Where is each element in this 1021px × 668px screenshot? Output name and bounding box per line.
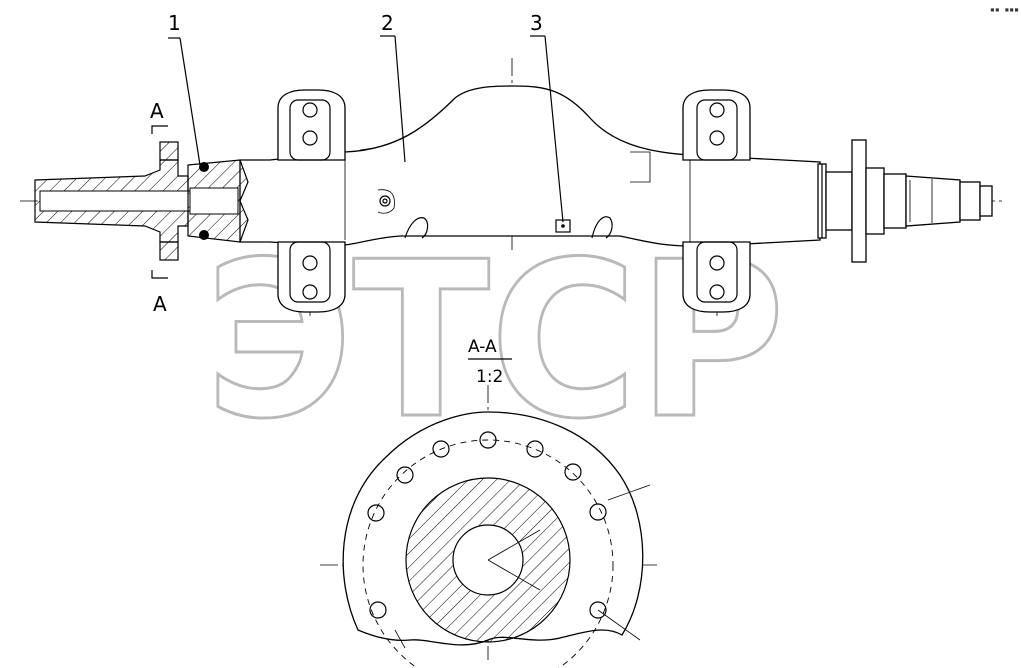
part-number-2: 2 xyxy=(381,11,394,35)
spring-seats xyxy=(277,89,751,313)
part-number-3: 3 xyxy=(530,11,543,35)
left-spindle-section xyxy=(34,141,249,261)
section-label-bottom: A xyxy=(153,292,167,316)
part-number-1: 1 xyxy=(168,11,181,35)
leaders: 1 2 3 xyxy=(168,11,564,223)
corner-mark: ▪▪ ▪▪▪ xyxy=(990,5,1019,14)
axle-housing xyxy=(239,85,821,247)
right-spindle xyxy=(817,139,993,263)
section-title: A-A xyxy=(468,337,497,357)
section-scale: 1:2 xyxy=(476,367,503,387)
section-view-title: A-A 1:2 xyxy=(468,337,512,387)
section-view-a-a xyxy=(320,385,660,668)
section-label-top: A xyxy=(150,99,164,123)
section-indicators: A A xyxy=(150,99,168,316)
